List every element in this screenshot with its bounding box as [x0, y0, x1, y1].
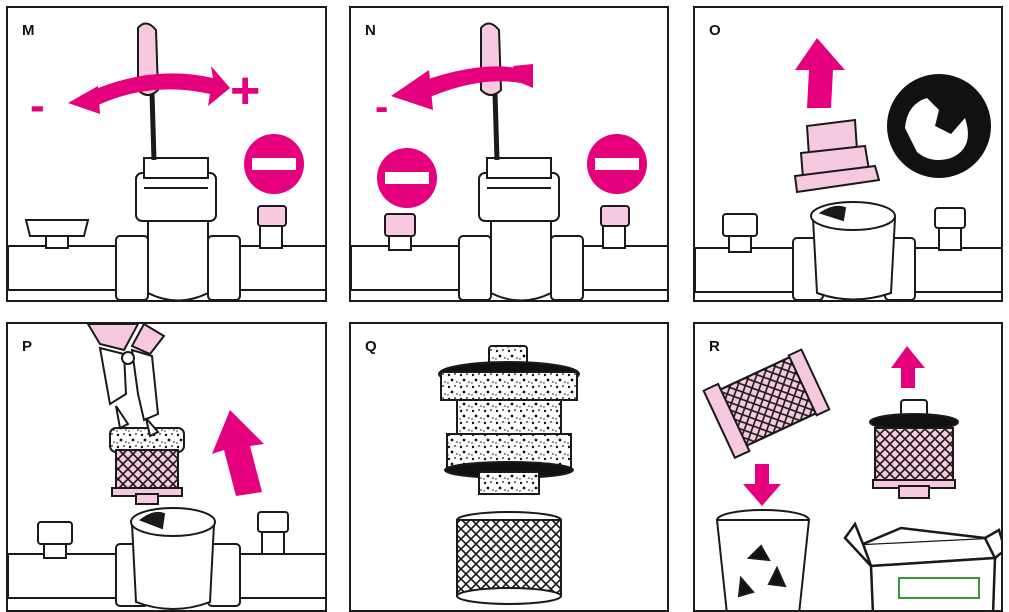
panel-p-illustration	[8, 324, 325, 610]
panel-n-illustration: -	[351, 22, 667, 300]
filter-cartridge-icon	[702, 348, 831, 460]
panel-m: M - +	[6, 6, 327, 302]
panel-r: R	[693, 322, 1003, 612]
pipe-valve-icon	[8, 157, 325, 300]
panel-label: M	[22, 22, 35, 39]
no-entry-icon	[587, 134, 647, 194]
box-icon	[843, 521, 1001, 610]
panel-o-illustration	[695, 38, 1001, 300]
pipe-valve-icon	[695, 201, 1001, 300]
panel-o: O	[693, 6, 1003, 302]
plus-sign: +	[230, 62, 260, 120]
panel-label: R	[709, 338, 720, 355]
pipe-valve-icon	[8, 507, 325, 610]
recycle-bin-icon	[715, 509, 811, 610]
up-arrow-icon	[795, 38, 845, 108]
panel-label: N	[365, 22, 376, 39]
screwdriver-icon	[480, 22, 503, 161]
minus-sign: -	[375, 85, 388, 129]
no-entry-icon	[377, 148, 437, 208]
up-arrow-icon	[891, 346, 925, 388]
panel-p: P	[6, 322, 327, 612]
filter-cartridge-icon	[438, 345, 580, 605]
down-arrow-icon	[743, 464, 781, 506]
panel-r-illustration	[702, 346, 1001, 610]
minus-sign: -	[30, 81, 45, 130]
panel-n: N -	[349, 6, 669, 302]
panel-q: Q	[349, 322, 669, 612]
filter-cartridge-icon	[869, 399, 959, 499]
panel-q-illustration	[438, 345, 580, 605]
panel-label: O	[709, 22, 721, 39]
wrench-icon	[887, 74, 991, 178]
panel-label: P	[22, 338, 33, 355]
rotate-arrow-icon	[68, 66, 230, 114]
rotate-arrow-icon	[391, 64, 533, 110]
no-entry-icon	[244, 134, 304, 194]
panel-label: Q	[365, 338, 377, 355]
filter-cartridge-icon	[793, 118, 881, 194]
filter-cartridge-icon	[109, 427, 185, 505]
panel-m-illustration: - +	[8, 22, 325, 300]
pliers-icon	[86, 324, 166, 438]
up-arrow-icon	[212, 410, 264, 496]
pipe-valve-icon	[351, 157, 667, 300]
